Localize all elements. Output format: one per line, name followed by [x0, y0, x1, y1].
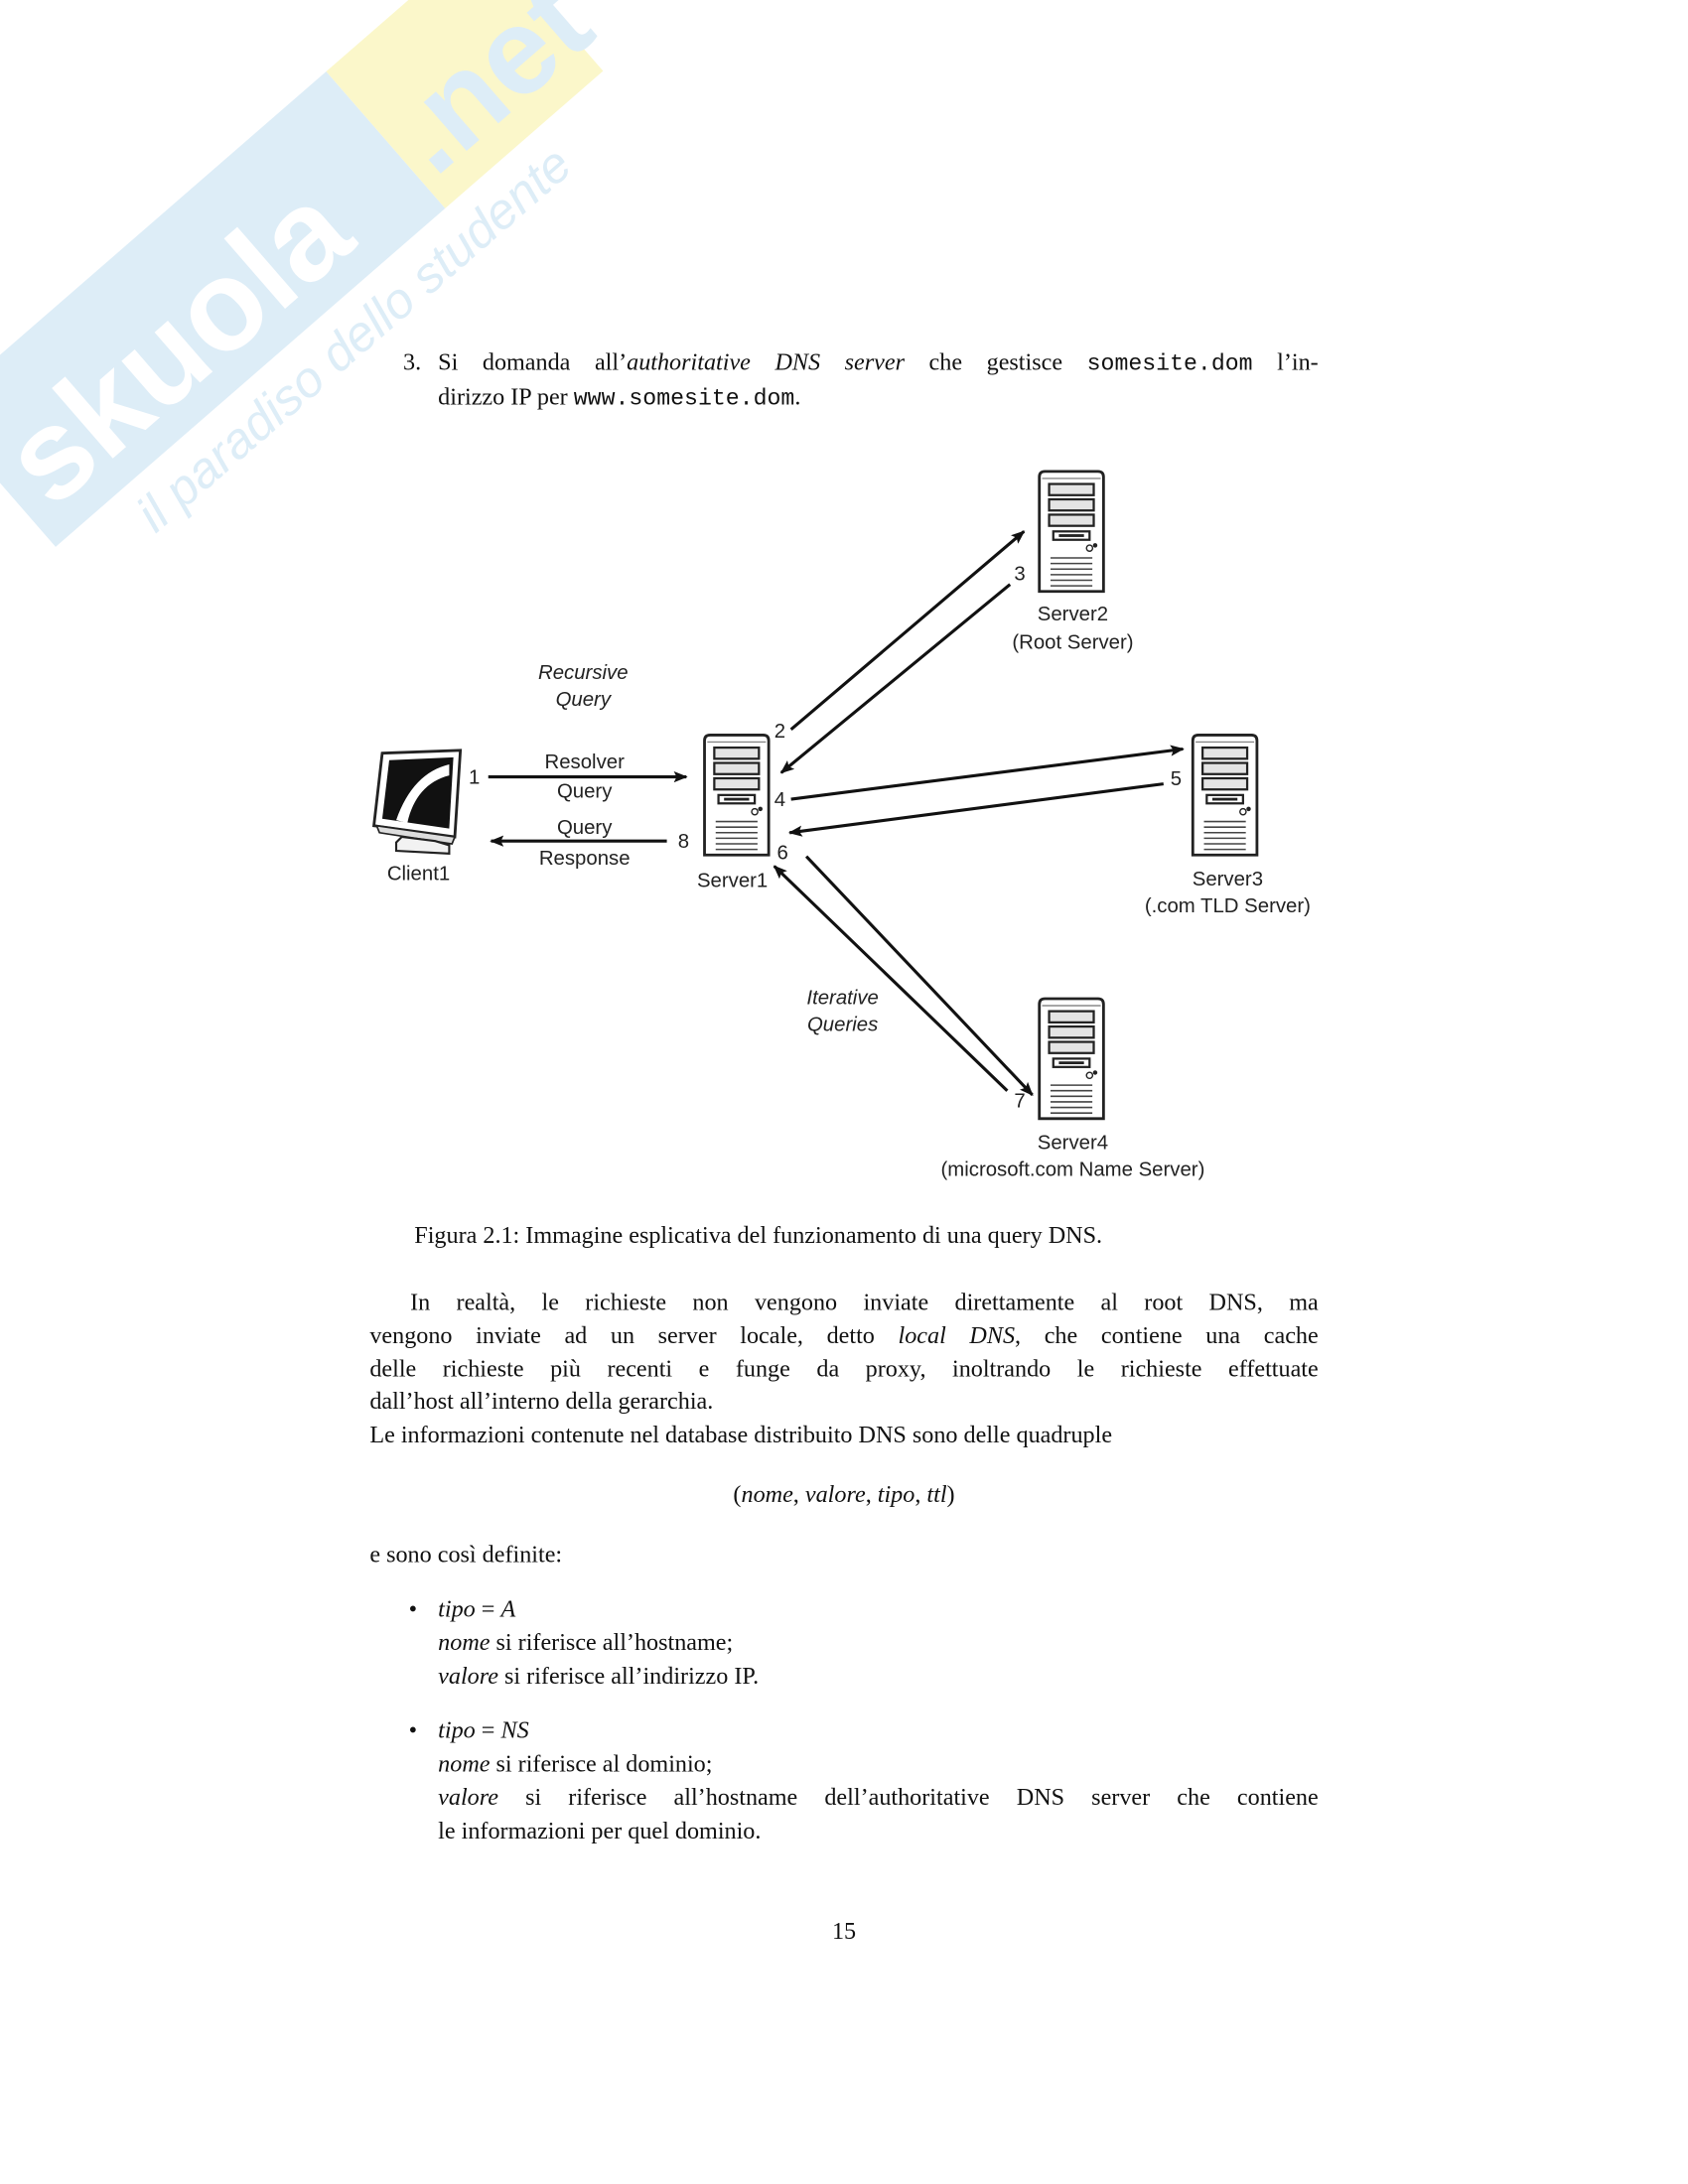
text: si riferisce all’hostname dell’authorita…: [497, 1783, 1319, 1811]
step-number: 2: [774, 721, 785, 743]
resolver-label: Resolver: [545, 751, 626, 773]
step-number: 5: [1171, 768, 1182, 790]
text: .: [794, 383, 801, 411]
server4-icon: [1038, 997, 1105, 1121]
text: ): [946, 1481, 955, 1508]
server4-role: (microsoft.com Name Server): [941, 1159, 1205, 1180]
iterative-label: Iterative: [806, 988, 878, 1010]
emphasis: authoritative DNS server: [627, 348, 905, 375]
server2-icon: [1038, 470, 1105, 594]
text: si riferisce all’indirizzo IP.: [497, 1662, 760, 1690]
paragraph-line: delle richieste più recenti e funge da p…: [369, 1355, 1319, 1383]
bullet-line: valore si riferisce all’indirizzo IP.: [438, 1660, 759, 1694]
text: che gestisce: [904, 348, 1087, 375]
var: nome: [438, 1750, 491, 1777]
text: l’in-: [1252, 348, 1319, 375]
response-label: Response: [539, 848, 631, 870]
intro-text: e sono così definite:: [369, 1541, 563, 1569]
text: ,: [914, 1481, 927, 1508]
server2-role: (Root Server): [1012, 631, 1133, 653]
text: dirizzo IP per: [438, 383, 574, 411]
quadruple-formula: (nome, valore, tipo, ttl): [0, 1478, 1688, 1512]
text: ,: [792, 1481, 805, 1508]
server1-label: Server1: [697, 871, 768, 892]
paragraph-line: vengono inviate ad un server locale, det…: [369, 1319, 1318, 1353]
iterative-label: Queries: [807, 1014, 878, 1035]
recursive-label: Recursive: [538, 662, 629, 684]
text: (: [733, 1481, 742, 1508]
var: nome: [438, 1629, 491, 1656]
code: somesite.dom: [1086, 349, 1253, 377]
text: =: [475, 1716, 501, 1744]
bullet-head: tipo = A: [438, 1593, 515, 1627]
text: =: [475, 1595, 501, 1623]
bullet-line: valore si riferisce all’hostname dell’au…: [438, 1781, 1319, 1815]
client1-label: Client1: [387, 864, 450, 886]
text: Si domanda all’: [438, 348, 628, 375]
paragraph-line: Le informazioni contenute nel database d…: [369, 1421, 1113, 1448]
bullet-icon: •: [408, 1716, 418, 1744]
var: valore: [804, 1481, 866, 1508]
client-monitor-icon: [371, 749, 463, 855]
bullet-head: tipo = NS: [438, 1714, 528, 1748]
arrow-step-2: [789, 530, 1026, 731]
text: si riferisce all’hostname;: [490, 1629, 734, 1656]
step-number: 1: [469, 767, 480, 789]
arrow-step-6: [804, 855, 1034, 1096]
var: tipo: [877, 1481, 915, 1508]
step-number: 7: [1014, 1091, 1025, 1113]
arrow-step-3: [779, 583, 1012, 774]
emphasis: local DNS: [898, 1321, 1016, 1349]
arrow-step-7: [773, 865, 1009, 1092]
resolver-label: Query: [557, 781, 613, 803]
response-label: Query: [557, 817, 613, 839]
var: A: [500, 1595, 516, 1623]
server3-label: Server3: [1193, 869, 1263, 890]
bullet-line: nome si riferisce al dominio;: [438, 1747, 712, 1781]
figure-caption: Figura 2.1: Immagine esplicativa del fun…: [414, 1221, 1103, 1249]
list-number: 3.: [403, 348, 422, 375]
page-number: 15: [831, 1917, 857, 1945]
recursive-label: Query: [556, 689, 613, 711]
var: NS: [500, 1716, 529, 1744]
text: ,: [865, 1481, 878, 1508]
watermark-band-yellow: [326, 0, 604, 208]
var: ttl: [926, 1481, 947, 1508]
step-number: 6: [777, 842, 788, 864]
paragraph-line: dall’host all’interno della gerarchia.: [369, 1387, 714, 1415]
var: valore: [438, 1662, 498, 1690]
text: si riferisce al dominio;: [490, 1750, 713, 1777]
arrow-step-4: [790, 745, 1185, 801]
code: www.somesite.dom: [573, 384, 795, 412]
server2-label: Server2: [1038, 604, 1108, 625]
var: valore: [438, 1783, 498, 1811]
server1-icon: [703, 734, 771, 857]
paragraph-line: In realtà, le richieste non vengono invi…: [410, 1289, 1319, 1315]
server3-icon: [1191, 734, 1259, 857]
var: nome: [741, 1481, 793, 1508]
var: tipo: [438, 1595, 476, 1623]
text: , che contiene una cache: [1015, 1321, 1319, 1349]
server3-role: (.com TLD Server): [1145, 895, 1311, 917]
server4-label: Server4: [1038, 1133, 1108, 1155]
item3-line1: Si domanda all’authoritative DNS server …: [438, 345, 1319, 379]
arrow-step-5: [787, 782, 1164, 837]
var: tipo: [438, 1716, 476, 1744]
step-number: 4: [774, 789, 785, 811]
bullet-line: nome si riferisce all’hostname;: [438, 1626, 733, 1660]
text: vengono inviate ad un server locale, det…: [369, 1321, 899, 1349]
bullet-line: le informazioni per quel dominio.: [438, 1817, 762, 1844]
item3-line2: dirizzo IP per www.somesite.dom.: [438, 381, 800, 415]
step-number: 8: [678, 831, 689, 853]
watermark-band-blue: [0, 70, 446, 547]
bullet-icon: •: [408, 1595, 418, 1623]
step-number: 3: [1014, 563, 1025, 585]
